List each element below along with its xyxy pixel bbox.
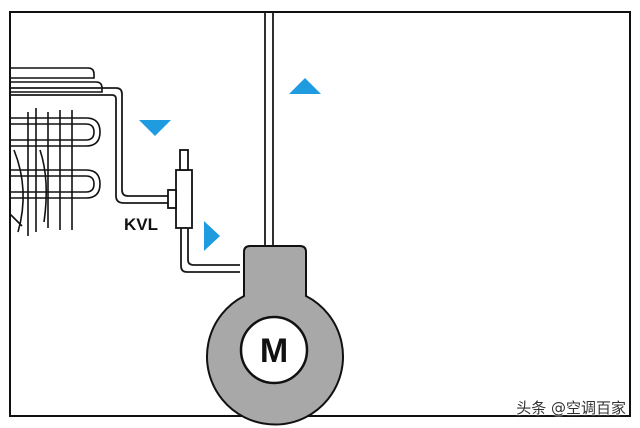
flow-arrow-right [204, 221, 220, 251]
compressor-inlet-pipe [180, 228, 240, 273]
valve-label: KVL [124, 215, 158, 234]
flow-arrow-up [289, 78, 321, 94]
motor-label: M [260, 332, 288, 370]
compressor [206, 245, 344, 426]
discharge-pipe [264, 12, 274, 248]
suction-pipe [10, 87, 176, 204]
flow-arrow-down [139, 120, 171, 136]
motor-circle [239, 315, 309, 385]
evaporator-coil [9, 67, 103, 236]
watermark: 头条 @空调百家 [516, 399, 626, 417]
kvl-valve [167, 149, 193, 229]
